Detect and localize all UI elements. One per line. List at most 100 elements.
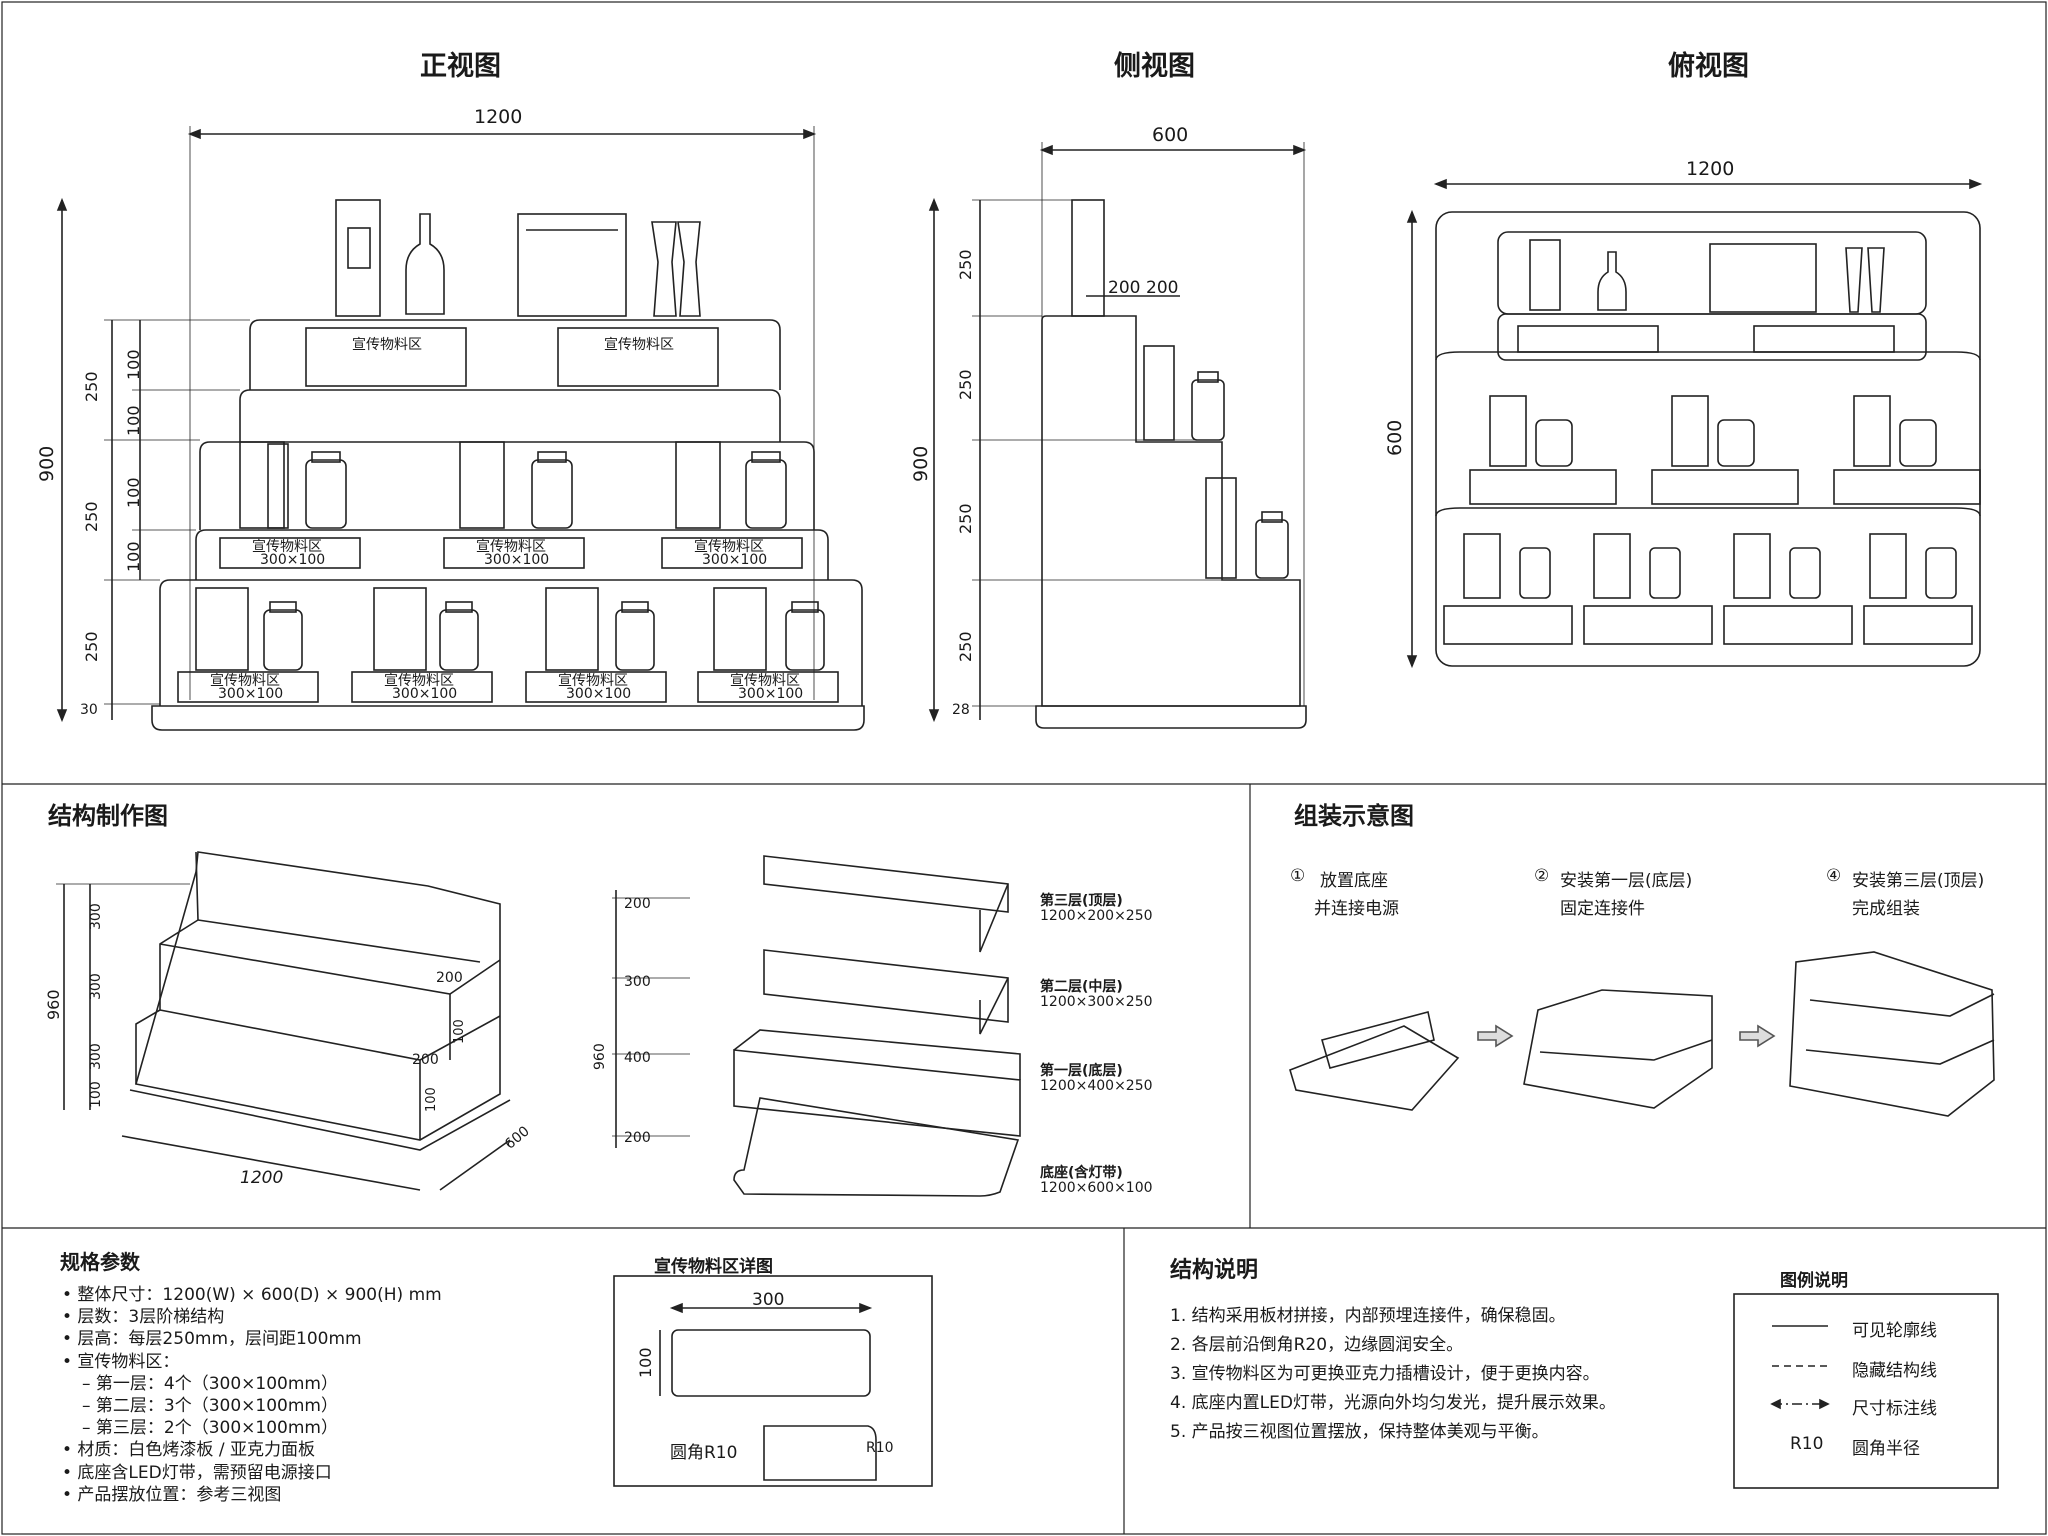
part-top-size: 1200×200×250 bbox=[1040, 908, 1153, 924]
spec-item: • 产品摆放位置：参考三视图 bbox=[62, 1484, 282, 1505]
iso-dim-300-1: 300 bbox=[88, 903, 104, 930]
exploded-dim-200b: 200 bbox=[624, 1130, 651, 1146]
promo-label-t1-4: 宣传物料区 bbox=[730, 673, 800, 689]
exploded-dim-300: 300 bbox=[624, 974, 651, 990]
side-dim-250-2: 250 bbox=[956, 369, 975, 400]
promo-label-t3-2: 宣传物料区 bbox=[604, 337, 674, 353]
front-dim-100-b: 100 bbox=[124, 405, 143, 436]
iso-dim-100: 100 bbox=[88, 1081, 104, 1108]
notes-list: 1. 结构采用板材拼接，内部预埋连接件，确保稳固。 2. 各层前沿倒角R20，边… bbox=[1170, 1302, 1616, 1447]
label-detail-drawing bbox=[613, 1275, 933, 1487]
detail-height-dim: 100 bbox=[636, 1347, 655, 1378]
side-view-height-dim: 900 bbox=[910, 445, 932, 482]
side-dim-28: 28 bbox=[952, 702, 970, 718]
assembly-drawings bbox=[1289, 951, 1995, 1117]
side-dim-250-4: 250 bbox=[956, 631, 975, 662]
front-dim-250-mid: 250 bbox=[82, 501, 101, 532]
promo-size-t1-2: 300×100 bbox=[392, 686, 458, 702]
part-mid-size: 1200×300×250 bbox=[1040, 994, 1153, 1010]
detail-corner-label: 圆角R10 bbox=[670, 1443, 738, 1463]
note-item: 1. 结构采用板材拼接，内部预埋连接件，确保稳固。 bbox=[1170, 1306, 1566, 1326]
front-view-width-dim: 1200 bbox=[474, 106, 523, 128]
spec-item: • 层高：每层250mm，层间距100mm bbox=[62, 1329, 362, 1350]
promo-size-t1-4: 300×100 bbox=[738, 686, 804, 702]
promo-size-t1-1: 300×100 bbox=[218, 686, 284, 702]
exploded-dim-400: 400 bbox=[624, 1050, 651, 1066]
legend-drawing bbox=[1733, 1293, 1999, 1489]
iso-dim-300-3: 300 bbox=[88, 1043, 104, 1070]
spec-item: – 第二层：3个（300×100mm） bbox=[82, 1396, 338, 1417]
promo-label-t1-3: 宣传物料区 bbox=[558, 673, 628, 689]
front-dim-250-top: 250 bbox=[82, 371, 101, 402]
promo-label-t2-2: 宣传物料区 bbox=[476, 539, 546, 555]
assembly-step2-num: ② bbox=[1534, 866, 1550, 886]
assembly-step3-line2: 完成组装 bbox=[1852, 899, 1920, 919]
assembly-step3-num: ④ bbox=[1826, 866, 1842, 886]
legend-label-visible: 可见轮廓线 bbox=[1852, 1321, 1937, 1341]
front-dim-100-c: 100 bbox=[124, 477, 143, 508]
top-view-drawing bbox=[1406, 178, 1983, 669]
spec-item: • 材质：白色烤漆板 / 亚克力面板 bbox=[62, 1440, 315, 1461]
assembly-step2-line1: 安装第一层(底层) bbox=[1560, 871, 1693, 891]
assembly-step3-line1: 安装第三层(顶层) bbox=[1852, 871, 1985, 891]
part-bot-size: 1200×400×250 bbox=[1040, 1078, 1153, 1094]
specs-title: 规格参数 bbox=[60, 1250, 140, 1274]
detail-width-dim: 300 bbox=[752, 1290, 785, 1310]
promo-label-t1-1: 宣传物料区 bbox=[210, 673, 280, 689]
iso-height-dim: 960 bbox=[44, 989, 63, 1020]
promo-size-t2-1: 300×100 bbox=[260, 552, 326, 568]
spec-item: • 底座含LED灯带，需预留电源接口 bbox=[62, 1462, 332, 1483]
front-dim-250-bot: 250 bbox=[82, 631, 101, 662]
side-step-dim-2: 200 bbox=[1146, 278, 1179, 298]
front-dim-30: 30 bbox=[80, 702, 98, 718]
part-mid-name: 第二层(中层) bbox=[1040, 979, 1123, 995]
part-bot-name: 第一层(底层) bbox=[1040, 1063, 1123, 1079]
spec-item: • 整体尺寸：1200(W) × 600(D) × 900(H) mm bbox=[62, 1285, 442, 1305]
front-dim-100-a: 100 bbox=[124, 349, 143, 380]
assembly-step1-num: ① bbox=[1290, 866, 1306, 886]
specs-list: • 整体尺寸：1200(W) × 600(D) × 900(H) mm • 层数… bbox=[62, 1284, 442, 1506]
spec-item: – 第三层：2个（300×100mm） bbox=[82, 1418, 338, 1439]
assembly-step1-line1: 放置底座 bbox=[1320, 871, 1388, 891]
promo-size-t2-2: 300×100 bbox=[484, 552, 550, 568]
side-view-title: 侧视图 bbox=[1114, 51, 1195, 82]
note-item: 3. 宣传物料区为可更换亚克力插槽设计，便于更换内容。 bbox=[1170, 1364, 1600, 1384]
promo-label-t3-1: 宣传物料区 bbox=[352, 337, 422, 353]
structure-title: 结构制作图 bbox=[48, 802, 168, 830]
detail-title: 宣传物料区详图 bbox=[654, 1257, 773, 1277]
front-dim-100-d: 100 bbox=[124, 541, 143, 572]
detail-corner-mark: R10 bbox=[866, 1440, 894, 1456]
side-step-dim-1: 200 bbox=[1108, 278, 1141, 298]
legend-label-radius: 圆角半径 bbox=[1852, 1439, 1920, 1459]
side-view-width-dim: 600 bbox=[1152, 124, 1189, 146]
exploded-dim-200: 200 bbox=[624, 896, 651, 912]
structure-iso-drawing bbox=[56, 851, 511, 1191]
iso-step-200-1: 200 bbox=[436, 970, 463, 986]
note-item: 2. 各层前沿倒角R20，边缘圆润安全。 bbox=[1170, 1335, 1464, 1355]
side-view-drawing bbox=[928, 142, 1307, 729]
legend-label-dim: 尺寸标注线 bbox=[1852, 1399, 1937, 1419]
top-view-depth-dim: 600 bbox=[1384, 419, 1406, 456]
part-base-size: 1200×600×100 bbox=[1040, 1180, 1153, 1196]
exploded-height-dim: 960 bbox=[592, 1043, 608, 1070]
promo-label-t2-3: 宣传物料区 bbox=[694, 539, 764, 555]
iso-step-100-2: 100 bbox=[424, 1087, 439, 1112]
side-dim-250-1: 250 bbox=[956, 249, 975, 280]
top-view-title: 俯视图 bbox=[1668, 51, 1749, 82]
top-view-width-dim: 1200 bbox=[1686, 158, 1735, 180]
front-view-height-dim: 900 bbox=[36, 445, 58, 482]
legend-r10-symbol: R10 bbox=[1790, 1434, 1824, 1454]
part-top-name: 第三层(顶层) bbox=[1040, 893, 1123, 909]
structure-exploded-drawing bbox=[612, 855, 1021, 1197]
legend-title: 图例说明 bbox=[1780, 1271, 1848, 1291]
promo-size-t1-3: 300×100 bbox=[566, 686, 632, 702]
spec-item: • 宣传物料区： bbox=[62, 1351, 180, 1372]
notes-title: 结构说明 bbox=[1170, 1258, 1259, 1283]
part-base-name: 底座(含灯带) bbox=[1040, 1165, 1123, 1181]
promo-label-t1-2: 宣传物料区 bbox=[384, 673, 454, 689]
front-view-drawing bbox=[56, 126, 865, 731]
assembly-step1-line2: 并连接电源 bbox=[1314, 899, 1399, 919]
iso-step-100-1: 100 bbox=[452, 1019, 467, 1044]
iso-width-dim: 1200 bbox=[240, 1168, 284, 1188]
